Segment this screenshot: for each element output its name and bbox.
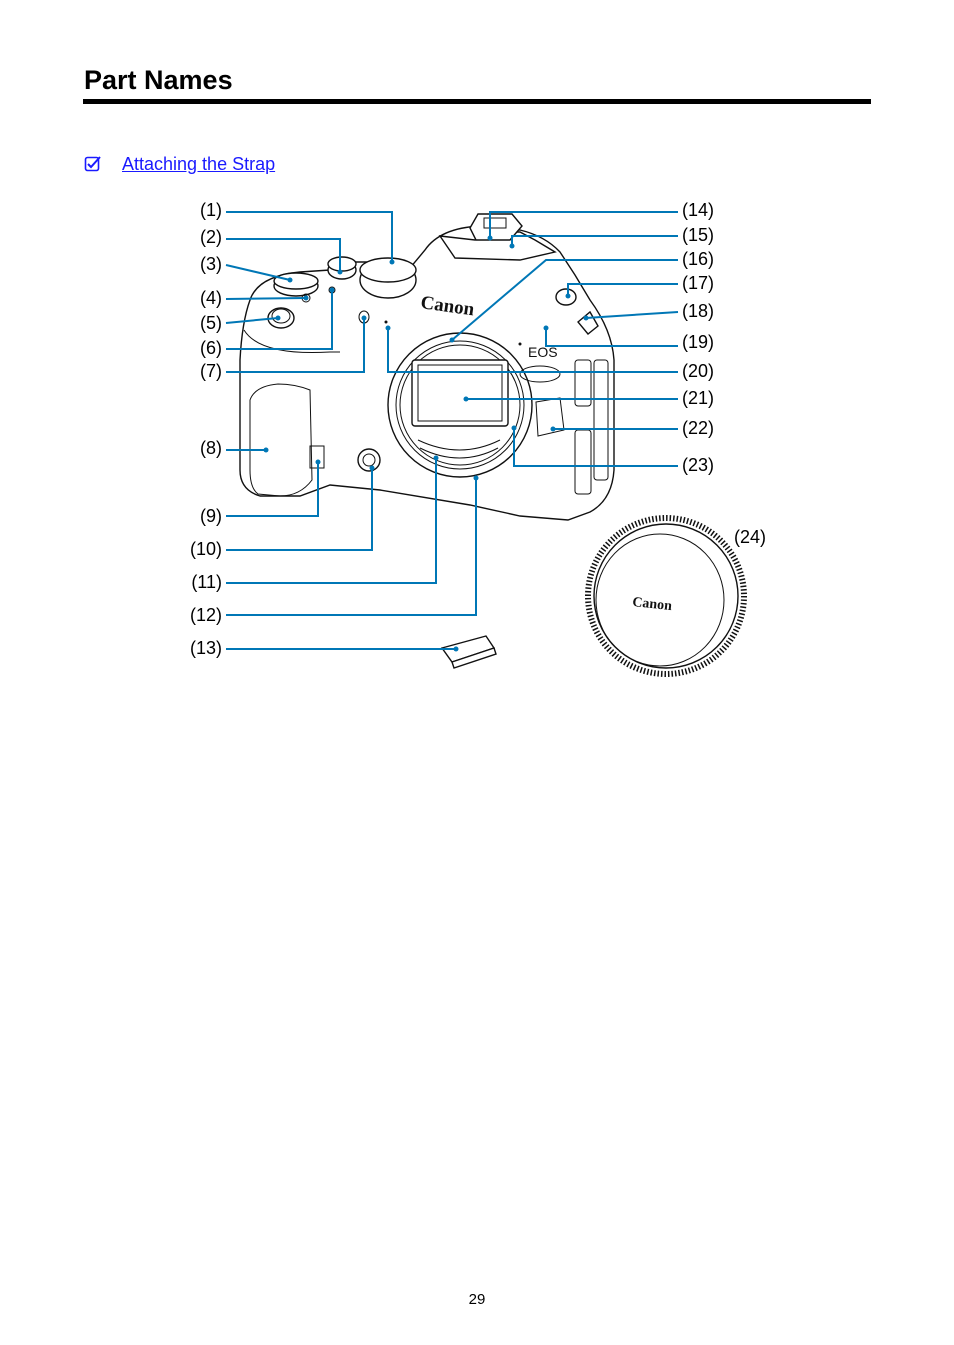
- part-label-13: (13): [190, 638, 222, 658]
- camera-parts-diagram: Canon EOS: [190, 200, 766, 677]
- part-label-21: (21): [682, 388, 714, 408]
- part-label-11: (11): [191, 572, 222, 592]
- part-label-19: (19): [682, 332, 714, 352]
- part-label-20: (20): [682, 361, 714, 381]
- leader-lines: [225, 211, 679, 652]
- part-label-16: (16): [682, 249, 714, 269]
- part-labels: (1) (2) (3) (4) (5) (6) (7) (8) (9) (10)…: [190, 200, 766, 658]
- hot-shoe-cover-illustration: [440, 635, 497, 669]
- part-label-6: (6): [200, 338, 222, 358]
- part-label-2: (2): [200, 227, 222, 247]
- part-label-3: (3): [200, 254, 222, 274]
- part-label-14: (14): [682, 200, 714, 220]
- page-title: Part Names: [84, 65, 233, 95]
- part-label-12: (12): [190, 605, 222, 625]
- attaching-strap-link[interactable]: Attaching the Strap: [122, 153, 276, 174]
- body-cap-brand-text: Canon: [632, 595, 673, 614]
- part-label-8: (8): [200, 438, 222, 458]
- page-number: 29: [468, 1291, 486, 1308]
- related-link-row: Attaching the Strap: [84, 152, 275, 176]
- part-label-22: (22): [682, 418, 714, 438]
- part-label-15: (15): [682, 225, 714, 245]
- part-label-4: (4): [200, 288, 222, 308]
- camera-model-text: EOS: [528, 344, 558, 360]
- body-cap-illustration: Canon: [585, 515, 747, 677]
- part-label-17: (17): [682, 273, 714, 293]
- part-label-7: (7): [200, 361, 222, 381]
- part-label-10: (10): [190, 539, 222, 559]
- part-label-24: (24): [734, 527, 766, 547]
- camera-body-illustration: Canon EOS: [239, 213, 615, 521]
- part-label-23: (23): [682, 455, 714, 475]
- part-label-9: (9): [200, 506, 222, 526]
- part-label-5: (5): [200, 313, 222, 333]
- title-rule: [83, 99, 871, 104]
- part-label-18: (18): [682, 301, 714, 321]
- part-label-1: (1): [200, 200, 222, 220]
- checkbox-pencil-icon: [84, 156, 101, 172]
